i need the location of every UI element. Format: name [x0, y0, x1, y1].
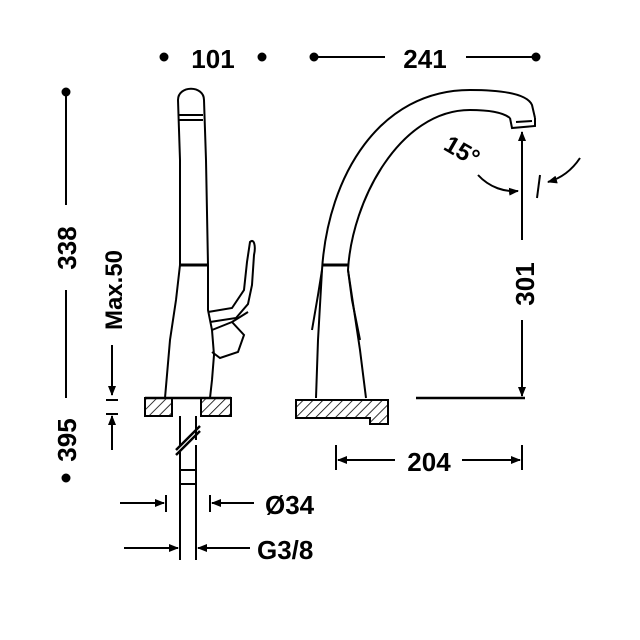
dim-338 — [61, 87, 71, 398]
front-view-faucet — [311, 88, 536, 399]
label-thread: G3/8 — [257, 535, 313, 565]
label-diameter: Ø34 — [265, 490, 315, 520]
label-15deg: 15° — [439, 131, 484, 173]
label-338: 338 — [52, 226, 82, 269]
label-204: 204 — [407, 447, 451, 477]
label-395: 395 — [52, 418, 82, 461]
front-view-deck — [295, 396, 525, 425]
dim-max50 — [106, 345, 118, 450]
dim-395 — [61, 473, 71, 483]
label-301: 301 — [510, 262, 540, 305]
side-view-faucet — [164, 87, 256, 399]
supply-connector — [175, 416, 201, 560]
dim-241 — [309, 52, 541, 62]
label-101: 101 — [191, 44, 234, 74]
label-max50: Max.50 — [101, 250, 128, 330]
side-view-deck — [144, 396, 232, 417]
dim-204 — [335, 445, 523, 470]
dim-15deg — [477, 157, 581, 199]
dim-101 — [159, 52, 267, 62]
dim-diameter — [120, 495, 254, 512]
label-241: 241 — [403, 44, 446, 74]
